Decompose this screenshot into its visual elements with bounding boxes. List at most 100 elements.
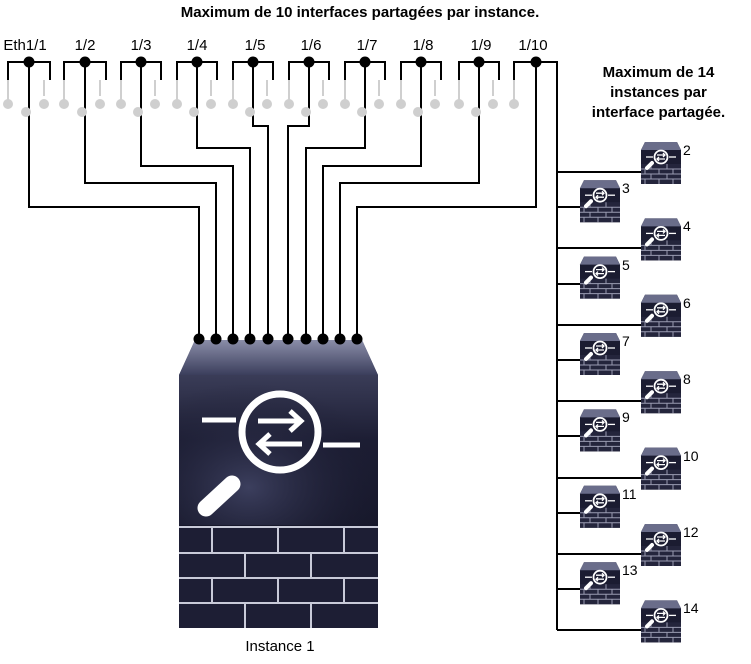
port-dot-bottom-10 — [351, 333, 363, 345]
port-dot-top-5 — [247, 56, 259, 68]
port-wire-2 — [84, 62, 217, 339]
instance-number-9: 9 — [622, 409, 630, 426]
ghost-dot-5-a — [228, 99, 238, 109]
port-dot-top-3 — [135, 56, 147, 68]
port-label-2: 1/2 — [74, 37, 96, 54]
ghost-dot-1-b — [39, 99, 49, 109]
port-label-4: 1/4 — [186, 37, 208, 54]
ghost-dot-7-c — [357, 107, 367, 117]
port-dot-bottom-8 — [317, 333, 329, 345]
instance-number-11: 11 — [622, 485, 637, 502]
port-dot-bottom-3 — [227, 333, 239, 345]
port-wire-5 — [252, 62, 269, 339]
port-label-9: 1/9 — [470, 37, 492, 54]
port-label-3: 1/3 — [130, 37, 152, 54]
diagram-title: Maximum de 10 interfaces partagées par i… — [180, 4, 540, 21]
instance-number-13: 13 — [622, 562, 638, 579]
instance-devices — [578, 140, 683, 645]
port-dot-top-9 — [473, 56, 485, 68]
instance-device-4 — [639, 216, 683, 263]
ghost-dot-6-b — [318, 99, 328, 109]
port-dot-top-7 — [359, 56, 371, 68]
port-wire-7 — [305, 62, 366, 339]
port-wire-6 — [287, 62, 310, 339]
ghost-dot-2-b — [95, 99, 105, 109]
instance-device-6 — [639, 292, 683, 339]
ghost-dot-4-c — [189, 107, 199, 117]
ghost-dot-6-a — [284, 99, 294, 109]
instance-device-9 — [578, 407, 622, 454]
ghost-dot-10-a — [509, 99, 519, 109]
ghost-dot-7-a — [340, 99, 350, 109]
instance-device-14 — [639, 598, 683, 645]
instance-device-11 — [578, 483, 622, 530]
instance-device-5 — [578, 254, 622, 301]
instance-number-7: 7 — [622, 333, 630, 349]
instance-number-6: 6 — [683, 294, 691, 311]
port-dot-bottom-6 — [282, 333, 294, 345]
instance-1-caption: Instance 1 — [245, 638, 315, 655]
ghost-dot-1-a — [3, 99, 13, 109]
port-label-5: 1/5 — [244, 37, 266, 54]
ghost-dot-3-b — [150, 99, 160, 109]
instance-1-device — [179, 340, 378, 628]
instance-device-8 — [639, 369, 683, 416]
port-dot-top-6 — [303, 56, 315, 68]
port-dot-top-1 — [23, 56, 35, 68]
instance-number-2: 2 — [683, 142, 691, 158]
port-dots — [23, 56, 542, 345]
instance-number-12: 12 — [683, 524, 699, 540]
ghost-dot-9-b — [488, 99, 498, 109]
ghost-dot-3-a — [116, 99, 126, 109]
port-wire-9 — [339, 62, 480, 339]
instance-device-10 — [639, 445, 683, 492]
ghost-branches — [3, 80, 519, 117]
port-label-7: 1/7 — [356, 37, 378, 54]
ghost-dot-2-c — [77, 107, 87, 117]
port-dot-bottom-4 — [244, 333, 256, 345]
ghost-dot-2-a — [59, 99, 69, 109]
port-wire-1 — [28, 62, 200, 339]
instance-number-10: 10 — [683, 447, 699, 464]
ghost-dot-8-b — [430, 99, 440, 109]
instance-number-3: 3 — [622, 180, 630, 197]
instance-device-3 — [578, 178, 622, 225]
side-caption-line-3: interface partagée. — [591, 104, 726, 121]
ghost-dot-8-a — [396, 99, 406, 109]
ghost-dot-7-b — [374, 99, 384, 109]
ghost-dot-9-c — [471, 107, 481, 117]
port-wire-8 — [322, 62, 422, 339]
ghost-dot-8-c — [413, 107, 423, 117]
instance-number-8: 8 — [683, 371, 691, 388]
port-dot-top-2 — [79, 56, 91, 68]
port-dot-top-10 — [530, 56, 542, 68]
instance-number-14: 14 — [683, 600, 699, 617]
shared-trunk — [536, 61, 558, 630]
ghost-dot-5-c — [245, 107, 255, 117]
port-dot-bottom-2 — [210, 333, 222, 345]
instance-device-7 — [578, 331, 622, 377]
side-caption-line-1: Maximum de 14 — [602, 64, 715, 81]
port-dot-top-4 — [191, 56, 203, 68]
ghost-dot-9-a — [454, 99, 464, 109]
instance-number-5: 5 — [622, 256, 630, 273]
port-dot-bottom-7 — [300, 333, 312, 345]
ghost-dot-4-b — [206, 99, 216, 109]
instance-device-12 — [639, 522, 683, 568]
ghost-dot-1-c — [21, 107, 31, 117]
port-wire-10 — [356, 62, 537, 339]
port-dot-top-8 — [415, 56, 427, 68]
port-label-1: Eth1/1 — [3, 37, 47, 54]
instance-device-13 — [578, 560, 622, 607]
side-caption: Maximum de 14 instances par interface pa… — [566, 63, 751, 123]
ghost-dot-5-b — [262, 99, 272, 109]
ghost-dot-3-c — [133, 107, 143, 117]
instance-device-2 — [639, 140, 683, 186]
port-label-8: 1/8 — [412, 37, 434, 54]
ghost-dot-4-a — [172, 99, 182, 109]
ghost-dot-6-c — [301, 107, 311, 117]
port-dot-bottom-1 — [193, 333, 205, 345]
side-caption-line-2: instances par — [610, 84, 707, 101]
port-label-10: 1/10 — [518, 37, 548, 54]
